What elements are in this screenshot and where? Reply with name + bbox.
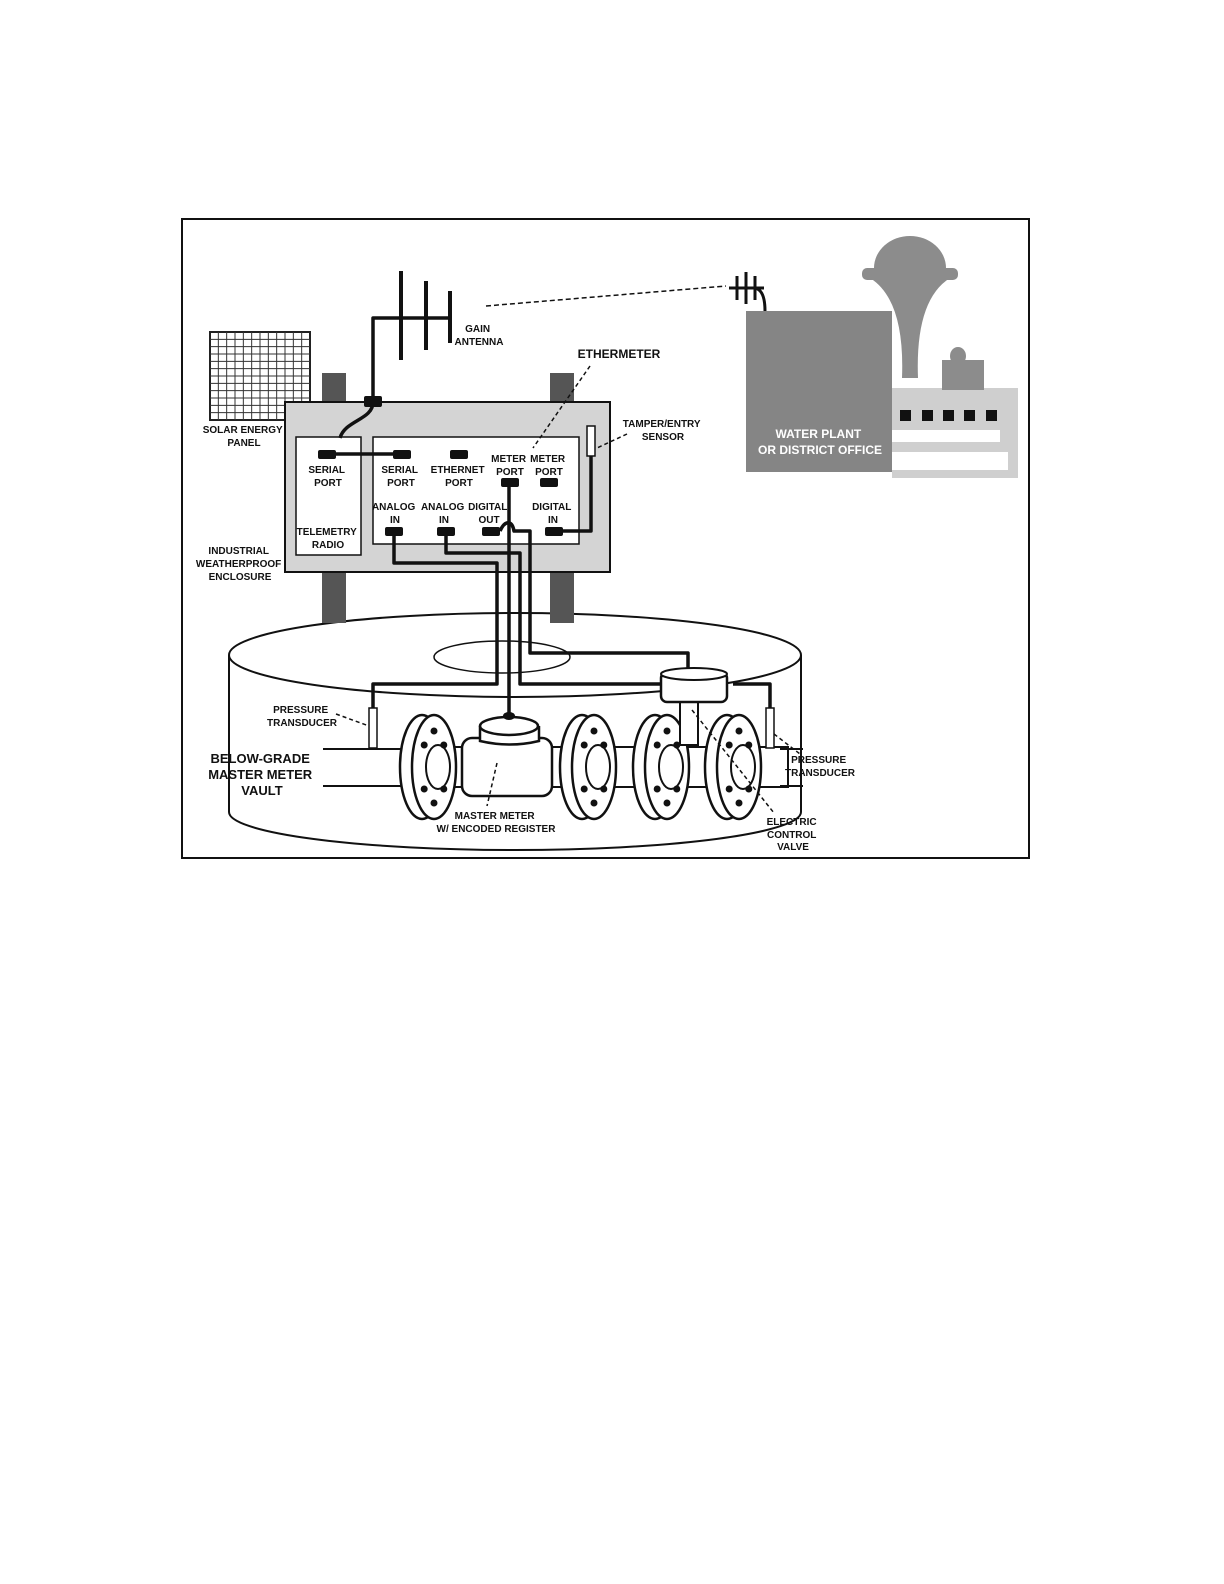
gain-antenna <box>399 271 452 360</box>
vault-manhole <box>433 640 571 674</box>
valve-stem <box>679 699 699 746</box>
tamper-sensor-label: TAMPER/ENTRY SENSOR <box>623 419 703 443</box>
pipe-flange <box>631 713 691 821</box>
master-meter-label: MASTER METER W/ ENCODED REGISTER <box>437 811 557 835</box>
port-meter-2 <box>540 478 558 487</box>
cables <box>336 316 772 716</box>
port-ethernet <box>450 450 468 459</box>
control-valve-label: ELECTRIC CONTROL VALVE <box>767 817 820 853</box>
serial-port-label: SERIAL PORT <box>381 465 420 489</box>
water-plant-label: WATER PLANT OR DISTRICT OFFICE <box>758 427 882 457</box>
pressure-transducer-right-label: PRESSURE TRANSDUCER <box>785 755 856 779</box>
port-digital-in <box>545 527 563 536</box>
port-digital-out <box>482 527 500 536</box>
digital-in-label: DIGITAL IN <box>532 502 574 526</box>
leader-lines <box>335 365 801 814</box>
meter-port-1-label: METER PORT <box>491 454 529 478</box>
enclosure-label: INDUSTRIAL WEATHERPROOF ENCLOSURE <box>196 546 284 583</box>
meter-body <box>460 736 554 798</box>
pressure-transducer-left <box>368 707 378 749</box>
plant-windows <box>900 410 997 421</box>
analog-in-2-label: ANALOG IN <box>421 502 467 526</box>
analog-in-1-label: ANALOG IN <box>372 502 418 526</box>
ethernet-port-label: ETHERNET PORT <box>431 465 488 489</box>
pressure-transducer-right <box>765 707 775 749</box>
pipeline <box>323 667 803 821</box>
cable-junction <box>364 396 382 407</box>
port-analog-1 <box>385 527 403 536</box>
port-meter-1 <box>501 478 519 487</box>
solar-panel-label: SOLAR ENERGY PANEL <box>203 425 286 449</box>
pipe-flange <box>558 713 618 821</box>
vault-label: BELOW-GRADE MASTER METER VAULT <box>208 751 316 798</box>
telemetry-radio-label: TELEMETRY RADIO <box>297 527 360 551</box>
water-plant <box>746 236 1018 478</box>
radio-link <box>485 285 727 307</box>
pipe-flange <box>398 713 458 821</box>
meter-port-2-label: METER PORT <box>530 454 568 478</box>
ports <box>318 450 563 536</box>
gain-antenna-label: GAIN ANTENNA <box>455 324 504 348</box>
plant-antenna <box>729 272 767 312</box>
digital-out-label: DIGITAL OUT <box>468 502 510 526</box>
radio-serial-port-label: SERIAL PORT <box>308 465 347 489</box>
pipe-flange <box>703 713 763 821</box>
ethermeter-label: ETHERMETER <box>578 347 661 361</box>
pressure-transducer-left-label: PRESSURE TRANSDUCER <box>267 705 338 729</box>
port-serial <box>393 450 411 459</box>
port-radio-serial <box>318 450 336 459</box>
port-analog-2 <box>437 527 455 536</box>
tamper-sensor <box>586 425 596 457</box>
